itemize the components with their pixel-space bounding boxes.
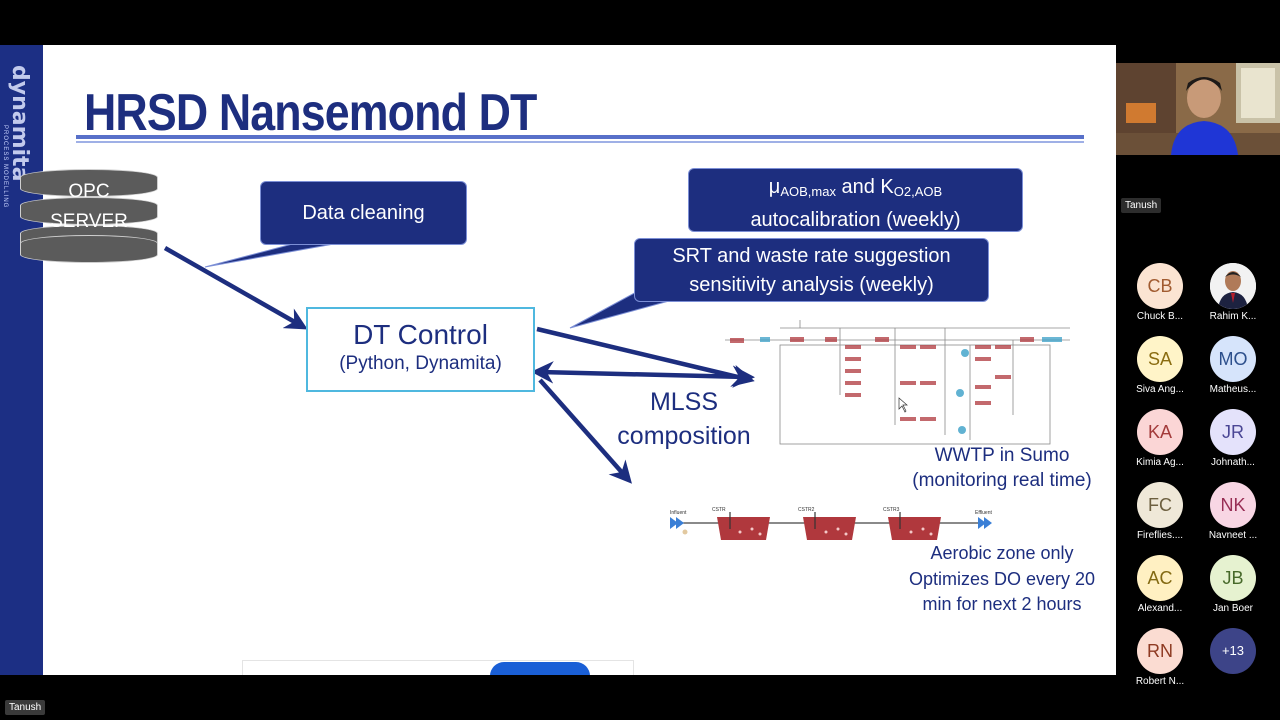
mouse-cursor-icon	[898, 397, 908, 413]
effluent-label: Effluent	[975, 510, 992, 516]
mlss-line2: composition	[617, 422, 751, 450]
avatar: CB	[1137, 263, 1183, 309]
participant-tile[interactable]: SA Siva Ang...	[1123, 336, 1197, 406]
more-participants-count: +13	[1210, 628, 1256, 674]
aerobic-line2: Optimizes DO every 20	[908, 568, 1096, 589]
tank-label: CSTR2	[798, 507, 815, 513]
participant-name: Matheus...	[1209, 384, 1257, 395]
participant-name: Johnath...	[1211, 457, 1255, 468]
participant-name: Chuck B...	[1136, 311, 1184, 322]
wwtp-line2: (monitoring real time)	[912, 470, 1092, 491]
arrow-dt-to-aerobic	[538, 378, 632, 484]
aerobic-schematic: Influent Effluent CSTR CSTR2 CSTR3	[670, 507, 992, 540]
participant-photo	[1210, 263, 1256, 309]
participant-tile[interactable]: MO Matheus...	[1196, 336, 1270, 406]
avatar: NK	[1210, 482, 1256, 528]
callout-tail-cleaning	[204, 241, 346, 268]
participant-name: Alexand...	[1137, 603, 1183, 614]
tank-label: CSTR	[712, 507, 726, 513]
autocal-and-k: and K	[835, 176, 894, 198]
mlss-line1: MLSS	[649, 388, 719, 416]
dt-control-title: DT Control	[353, 319, 488, 350]
avatar: FC	[1137, 482, 1183, 528]
participant-tile[interactable]: Rahim K...	[1196, 263, 1270, 333]
avatar: JB	[1210, 555, 1256, 601]
influent-label: Influent	[670, 510, 687, 516]
title-rule	[76, 135, 1084, 139]
slide-title: HRSD Nansemond DT	[84, 84, 537, 142]
mu-symbol: μ	[768, 176, 781, 198]
autocal-line2: autocalibration (weekly)	[750, 209, 961, 231]
wwtp-schematic	[725, 320, 1070, 445]
avatar: AC	[1137, 555, 1183, 601]
opc-server-cylinder: OPC SERVER	[20, 169, 158, 265]
autocal-line1: μAOB,max and KO2,AOB	[689, 173, 1022, 206]
embedded-button-edge	[490, 662, 590, 675]
participant-name: Siva Ang...	[1136, 384, 1184, 395]
self-video-tile[interactable]	[1116, 63, 1280, 155]
participant-tile[interactable]: AC Alexand...	[1123, 555, 1197, 625]
avatar: MO	[1210, 336, 1256, 382]
dt-control-subtitle: (Python, Dynamita)	[339, 353, 502, 374]
self-name-label: Tanush	[1121, 198, 1162, 213]
mlss-label: MLSS composition	[600, 385, 768, 453]
participant-name: Fireflies....	[1136, 530, 1184, 541]
server-label: SERVER	[50, 211, 128, 232]
participant-name: Navneet ...	[1208, 530, 1258, 541]
aerobic-caption: Aerobic zone only Optimizes DO every 20 …	[895, 541, 1109, 618]
wwtp-clarifiers	[956, 349, 969, 434]
avatar: JR	[1210, 409, 1256, 455]
wwtp-caption: WWTP in Sumo (monitoring real time)	[900, 443, 1104, 493]
participant-name: Rahim K...	[1209, 311, 1257, 322]
diagram-overlay: Influent Effluent CSTR CSTR2 CSTR3	[163, 241, 1070, 540]
participant-name: Kimia Ag...	[1136, 457, 1184, 468]
opc-label: OPC	[68, 181, 110, 202]
shared-slide: dynamita PROCESS MODELLING HRSD Nansemon…	[0, 45, 1116, 675]
k-subscript: O2,AOB	[893, 184, 943, 199]
title-rule-thin	[76, 141, 1084, 143]
wwtp-line1: WWTP in Sumo	[934, 445, 1070, 466]
aerobic-line3: min for next 2 hours	[922, 594, 1082, 614]
participant-tile[interactable]: FC Fireflies....	[1123, 482, 1197, 552]
arrow-opc-to-dt	[163, 246, 308, 330]
participant-name: Robert N...	[1135, 676, 1185, 687]
callout-data-cleaning: Data cleaning	[260, 181, 467, 245]
callout-srt-suggestion: SRT and waste rate suggestion sensitivit…	[634, 238, 989, 302]
tank-label: CSTR3	[883, 507, 900, 513]
avatar	[1210, 263, 1256, 309]
participant-tile[interactable]: JR Johnath...	[1196, 409, 1270, 479]
avatar: KA	[1137, 409, 1183, 455]
callout-autocalibration: μAOB,max and KO2,AOB autocalibration (we…	[688, 168, 1023, 232]
srt-line2: sensitivity analysis (weekly)	[689, 274, 934, 296]
avatar: RN	[1137, 628, 1183, 674]
participant-name: Jan Boer	[1212, 603, 1254, 614]
srt-line1: SRT and waste rate suggestion	[672, 245, 951, 267]
aerobic-line1: Aerobic zone only	[930, 543, 1074, 563]
participant-tile[interactable]: JB Jan Boer	[1196, 555, 1270, 625]
participant-tile[interactable]: CB Chuck B...	[1123, 263, 1197, 333]
participant-tile[interactable]: RN Robert N...	[1123, 628, 1197, 698]
participant-tile[interactable]: NK Navneet ...	[1196, 482, 1270, 552]
presenter-name-label: Tanush	[5, 700, 46, 715]
participant-tile[interactable]: KA Kimia Ag...	[1123, 409, 1197, 479]
more-participants-button[interactable]: +13	[1196, 628, 1270, 698]
mu-subscript: AOB,max	[780, 184, 836, 199]
video-feed	[1116, 63, 1280, 155]
avatar: SA	[1137, 336, 1183, 382]
dt-control-box: DT Control (Python, Dynamita)	[306, 307, 535, 392]
arrow-wwtp-to-dt	[531, 361, 755, 388]
slide-sidebar: dynamita PROCESS MODELLING	[0, 45, 43, 675]
wwtp-tanks	[730, 337, 1062, 421]
